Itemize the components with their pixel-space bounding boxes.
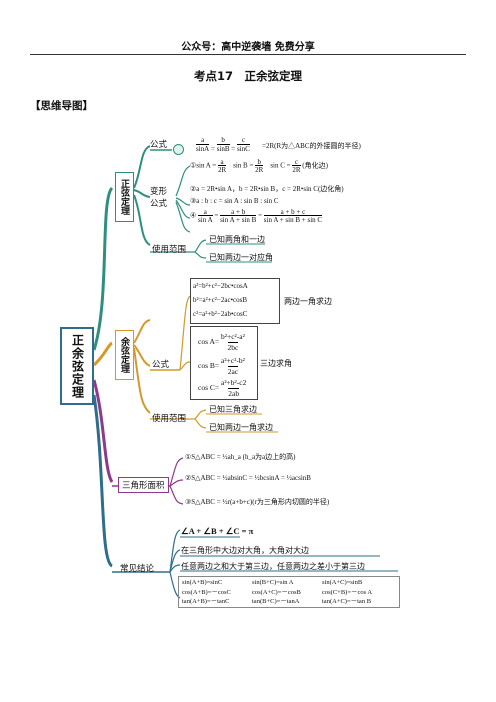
sine-scope-label: 使用范围 — [152, 245, 187, 255]
connector-area — [92, 379, 114, 483]
page-header: 公众号：高中逆袭墙 免费分享 — [181, 42, 315, 53]
sine-scope-2: 已知两边一对应角 — [209, 253, 273, 262]
area-formula-1: ①S△ABC = ½ah_a (h_a为a边上的高) — [185, 453, 296, 461]
expand-circle-icon[interactable] — [173, 144, 184, 155]
cosine-formula-c: c²=a²+b²−2ab•cosC — [193, 310, 248, 318]
cosine-formula-box — [190, 278, 280, 324]
cosine-formula-label: 公式 — [152, 360, 170, 370]
cosine-formula-b: b²=a²+c²−2ac•cosB — [193, 296, 248, 304]
cosine-tag-angles: 三边求角 — [260, 359, 292, 368]
sine-formula: =2R(R为△ABC的外接圆的半径) — [262, 142, 361, 150]
sine-scope-1: 已知两角和一边 — [209, 235, 265, 244]
cosine-scope-1: 已知三角求边 — [209, 405, 257, 414]
area-formula-3: ③S△ABC = ½r(a+b+c)(r为三角形内切圆的半径) — [185, 498, 330, 506]
sine-theorem-node: 正弦定理 — [115, 172, 134, 222]
area-node: 三角形面积 — [118, 477, 169, 493]
cosine-theorem-node: 余弦定理 — [115, 330, 134, 380]
connector-cosine — [92, 341, 113, 367]
conclusion-angle-sum: ∠A + ∠B + ∠C = π — [181, 526, 254, 536]
area-formula-2: ②S△ABC = ½absinC = ½bcsinA = ½acsinB — [185, 474, 311, 482]
root-node: 正余弦定理 — [60, 327, 94, 405]
cosine-scope-label: 使用范围 — [152, 414, 187, 424]
conclusion-node: 常见结论 — [120, 564, 155, 574]
header-divider — [30, 54, 466, 55]
sine-formula-label: 公式 — [150, 140, 168, 150]
connector-sine — [92, 186, 114, 351]
cosine-angle-box — [190, 326, 258, 400]
connector-conclusion — [92, 394, 114, 568]
cosine-tag-sides: 两边一角求边 — [284, 297, 332, 306]
identities-box — [178, 576, 400, 608]
sine-transform-label: 变形公式 — [150, 187, 168, 209]
section-heading: 【思维导图】 — [30, 100, 93, 112]
page-title: 考点17 正余弦定理 — [193, 69, 302, 83]
sine-transform-3: ③a : b : c = sin A : sin B : sin C — [190, 197, 279, 205]
conclusion-triangle-inequality: 任意两边之和大于第三边，任意两边之差小于第三边 — [181, 562, 365, 571]
cosine-scope-2: 已知两边一角求边 — [209, 423, 273, 432]
sine-transform-2: ②a = 2R•sin A，b = 2R•sin B，c = 2R•sin C(… — [190, 185, 344, 193]
conclusion-side-angle: 在三角形中大边对大角，大角对大边 — [181, 546, 309, 555]
cosine-formula-a: a²=b²+c²−2bc•cosA — [193, 282, 248, 290]
